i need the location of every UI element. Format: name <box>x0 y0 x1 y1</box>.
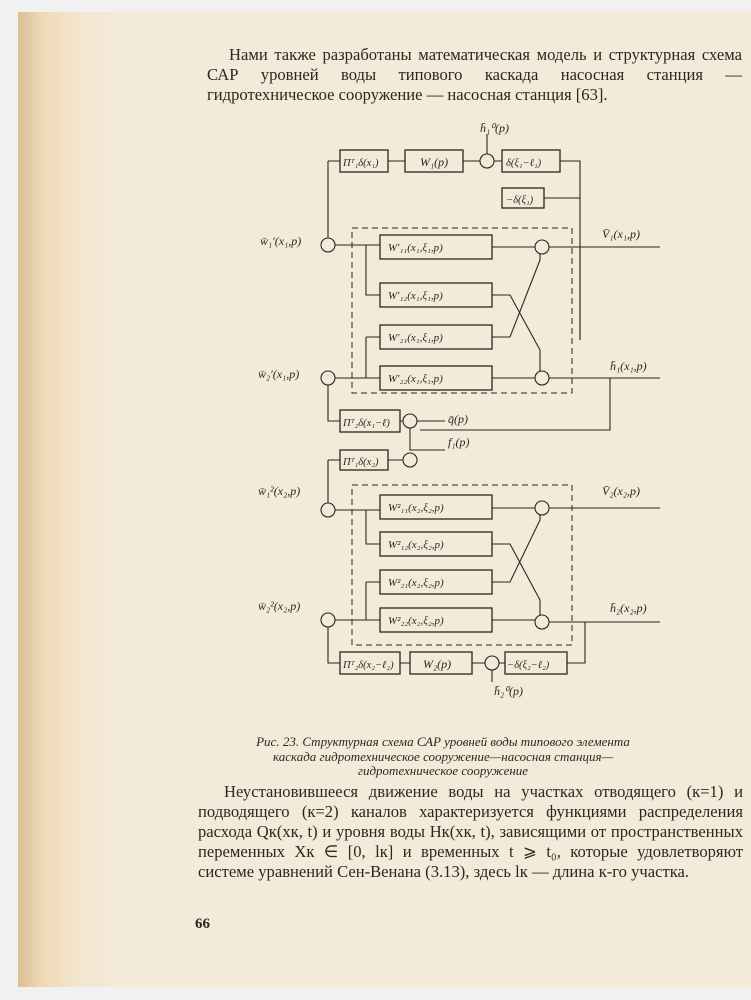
summing-junction-11 <box>320 612 336 628</box>
pi1-block-label: Пᵀ₁δ(x₁) <box>342 158 379 169</box>
delta-block-3-label: −δ(ξ₂−ℓ₂) <box>507 660 550 671</box>
delta-block-label: δ(ξ₁−ℓ₁) <box>506 158 542 169</box>
plant-subsystem-1-boundary <box>351 227 573 394</box>
w12b-block-label: W²₁₂(x₂,ξ₂,p) <box>388 539 444 551</box>
body-paragraph: Неустановившееся движение воды на участк… <box>198 782 743 881</box>
v2-output-label: V̄₂(x₂,p) <box>602 484 640 498</box>
pi4-block-label: Пᵀ₂δ(x₂−ℓ₂) <box>342 660 394 671</box>
summing-junction-7 <box>402 452 418 468</box>
page-binding-edge <box>18 12 118 987</box>
w22-block-label: W′₂₂(x₁,ξ₁,p) <box>388 373 443 385</box>
page-number: 66 <box>195 916 210 932</box>
summing-junction-3 <box>534 239 550 255</box>
w11b-block-label: W²₁₁(x₂,ξ₂,p) <box>388 502 444 514</box>
w21b-block-label: W²₂₁(x₂,ξ₂,p) <box>388 577 444 589</box>
summing-junction-6 <box>402 413 418 429</box>
w11-block-label: W′₁₁(x₁,ξ₁,p) <box>388 242 443 254</box>
w11b-block <box>379 494 493 520</box>
w1-input-label: w̄₁′(x₁,p) <box>260 234 301 248</box>
w12-block-label: W′₁₂(x₁,ξ₁,p) <box>388 290 443 302</box>
figure-caption: Рис. 23. Структурная схема САР уровней в… <box>256 734 630 778</box>
summing-junction-8 <box>320 502 336 518</box>
summing-junction-1 <box>479 153 495 169</box>
summing-junction-2 <box>320 237 336 253</box>
summing-junction-12 <box>484 655 500 671</box>
w2-block-label: W₂(p) <box>423 657 451 671</box>
f-input-label: f₁(p) <box>448 435 470 449</box>
summing-junction-5 <box>320 370 336 386</box>
summing-junction-9 <box>534 500 550 516</box>
control-system-block-diagram: h̄₁⁰(p) Пᵀ₁δ(x₁) W₁(p) δ(ξ₁−ℓ₁) −δ(ξ₁) w… <box>258 121 660 698</box>
delta-block-2-label: −δ(ξ₁) <box>506 195 534 206</box>
w2-input-label: w̄₂′(x₁,p) <box>258 367 299 381</box>
pi3-block-label: Пᵀ₁δ(x₂) <box>342 457 379 468</box>
plant-subsystem-2-boundary <box>351 484 573 646</box>
summing-junction-10 <box>534 614 550 630</box>
v1-output-label: V̄₁(x₁,p) <box>602 227 640 241</box>
h2-output-label: h̄₂(x₂,p) <box>610 601 647 615</box>
summing-junction-4 <box>534 370 550 386</box>
w21-block-label: W′₂₁(x₁,ξ₁,p) <box>388 332 443 344</box>
h2-reference-label: h̄₂⁰(p) <box>494 684 523 698</box>
intro-paragraph: Нами также разработаны математическая мо… <box>207 45 742 104</box>
pi2-block-label: Пᵀ₂δ(x₁−ℓ) <box>342 418 390 429</box>
w22b-block-label: W²₂₂(x₂,ξ₂,p) <box>388 615 444 627</box>
h1-output-label: h̄₁(x₁,p) <box>610 359 647 373</box>
h1-reference-label: h̄₁⁰(p) <box>480 121 509 135</box>
w1b-input-label: w̄₁²(x₂,p) <box>258 484 300 498</box>
w2b-input-label: w̄₂²(x₂,p) <box>258 599 300 613</box>
w1-block-label: W₁(p) <box>420 155 448 169</box>
q-input-label: q̄(p) <box>448 412 468 426</box>
book-page <box>18 12 751 987</box>
